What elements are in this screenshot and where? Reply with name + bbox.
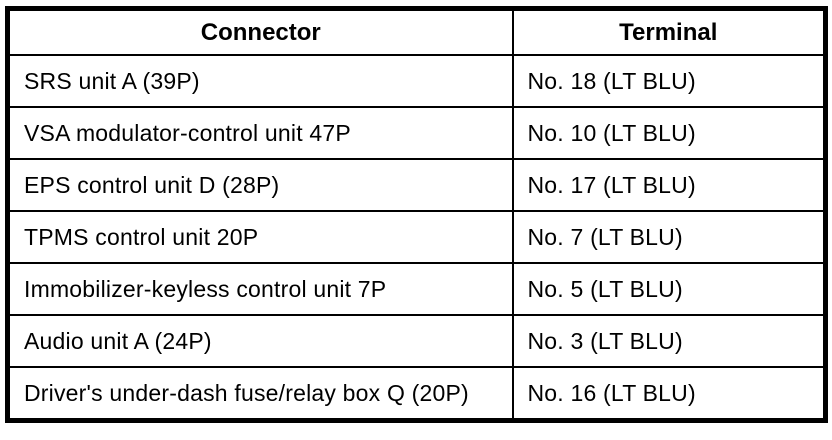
terminal-cell: No. 17 (LT BLU): [511, 158, 827, 212]
table-row: TPMS control unit 20P No. 7 (LT BLU): [6, 210, 827, 264]
column-header-connector: Connector: [6, 7, 514, 56]
connector-terminal-table: Connector Terminal SRS unit A (39P) No. …: [5, 6, 828, 423]
terminal-cell: No. 10 (LT BLU): [511, 106, 827, 160]
connector-cell: EPS control unit D (28P): [6, 158, 514, 212]
column-header-terminal: Terminal: [511, 7, 827, 56]
header-row: Connector Terminal: [6, 7, 827, 56]
table-row: SRS unit A (39P) No. 18 (LT BLU): [6, 54, 827, 108]
connector-cell: TPMS control unit 20P: [6, 210, 514, 264]
table-row: Immobilizer-keyless control unit 7P No. …: [6, 262, 827, 316]
table-row: EPS control unit D (28P) No. 17 (LT BLU): [6, 158, 827, 212]
table-row: Driver's under-dash fuse/relay box Q (20…: [6, 366, 827, 422]
connector-cell: SRS unit A (39P): [6, 54, 514, 108]
connector-cell: Immobilizer-keyless control unit 7P: [6, 262, 514, 316]
connector-cell: VSA modulator-control unit 47P: [6, 106, 514, 160]
terminal-cell: No. 5 (LT BLU): [511, 262, 827, 316]
connector-cell: Driver's under-dash fuse/relay box Q (20…: [6, 366, 514, 422]
connector-cell: Audio unit A (24P): [6, 314, 514, 368]
terminal-cell: No. 16 (LT BLU): [511, 366, 827, 422]
terminal-cell: No. 18 (LT BLU): [511, 54, 827, 108]
table-row: VSA modulator-control unit 47P No. 10 (L…: [6, 106, 827, 160]
table-row: Audio unit A (24P) No. 3 (LT BLU): [6, 314, 827, 368]
terminal-cell: No. 7 (LT BLU): [511, 210, 827, 264]
terminal-cell: No. 3 (LT BLU): [511, 314, 827, 368]
